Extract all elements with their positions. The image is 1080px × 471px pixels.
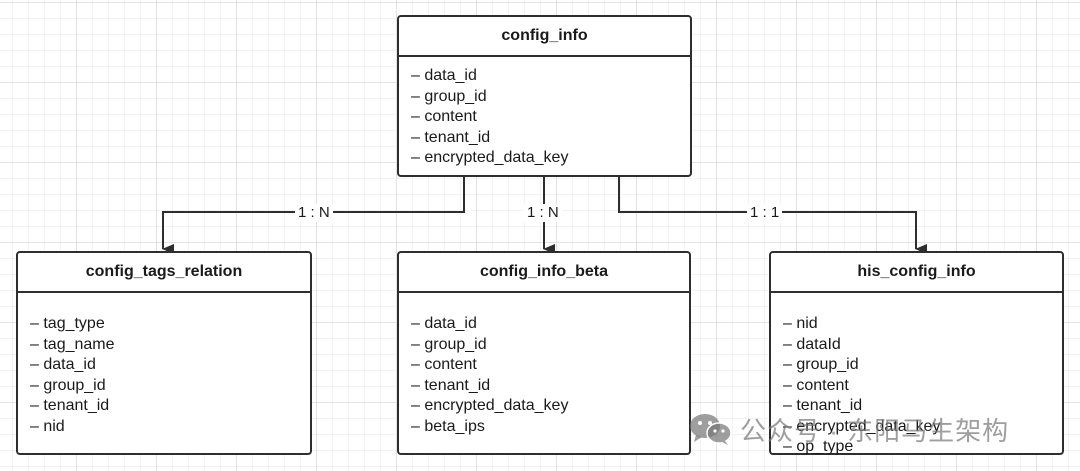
entity-field: group_id — [30, 376, 310, 397]
entity-title: config_info_beta — [399, 253, 689, 293]
entity-field: group_id — [411, 87, 690, 108]
entity-field: beta_ips — [411, 417, 689, 438]
entity-field: tenant_id — [30, 396, 310, 417]
entity-field: tenant_id — [783, 396, 1062, 417]
entity-field-list: tag_type tag_name data_id group_id tenan… — [18, 293, 310, 437]
entity-field: encrypted_data_key — [411, 396, 689, 417]
entity-field: data_id — [411, 314, 689, 335]
entity-field: content — [411, 355, 689, 376]
entity-field: data_id — [30, 355, 310, 376]
entity-field: content — [783, 376, 1062, 397]
relation-label-config-beta: 1 : N — [524, 204, 562, 222]
entity-field: group_id — [411, 335, 689, 356]
entity-field-list: data_id group_id content tenant_id encry… — [399, 57, 690, 169]
relation-label-config-tags: 1 : N — [295, 204, 333, 222]
entity-field: content — [411, 107, 690, 128]
watermark-text: 公众号 · 东阳马生架构 — [740, 415, 1010, 446]
entity-config-tags-relation[interactable]: config_tags_relation tag_type tag_name d… — [16, 251, 312, 455]
wechat-logo-icon — [690, 414, 732, 445]
entity-title: config_info — [399, 17, 690, 57]
entity-field: encrypted_data_key — [411, 148, 690, 169]
entity-config-info-beta[interactable]: config_info_beta data_id group_id conten… — [397, 251, 691, 455]
entity-field: nid — [783, 314, 1062, 335]
entity-title: config_tags_relation — [18, 253, 310, 293]
entity-field: nid — [30, 417, 310, 438]
entity-field: op_type — [783, 437, 1062, 458]
entity-field: tag_name — [30, 335, 310, 356]
entity-field: group_id — [783, 355, 1062, 376]
entity-field-list: nid dataId group_id content tenant_id en… — [771, 293, 1062, 458]
entity-title: his_config_info — [771, 253, 1062, 293]
watermark: 公众号 · 东阳马生架构 — [688, 412, 1009, 446]
entity-field-list: data_id group_id content tenant_id encry… — [399, 293, 689, 437]
entity-config-info[interactable]: config_info data_id group_id content ten… — [397, 15, 692, 177]
entity-field: tenant_id — [411, 128, 690, 149]
entity-his-config-info[interactable]: his_config_info nid dataId group_id cont… — [769, 251, 1064, 455]
entity-field: tag_type — [30, 314, 310, 335]
entity-field: data_id — [411, 66, 690, 87]
entity-field: tenant_id — [411, 376, 689, 397]
entity-field: encrypted_data_key — [783, 417, 1062, 438]
entity-field: dataId — [783, 335, 1062, 356]
relation-label-his-config: 1 : 1 — [747, 204, 783, 222]
